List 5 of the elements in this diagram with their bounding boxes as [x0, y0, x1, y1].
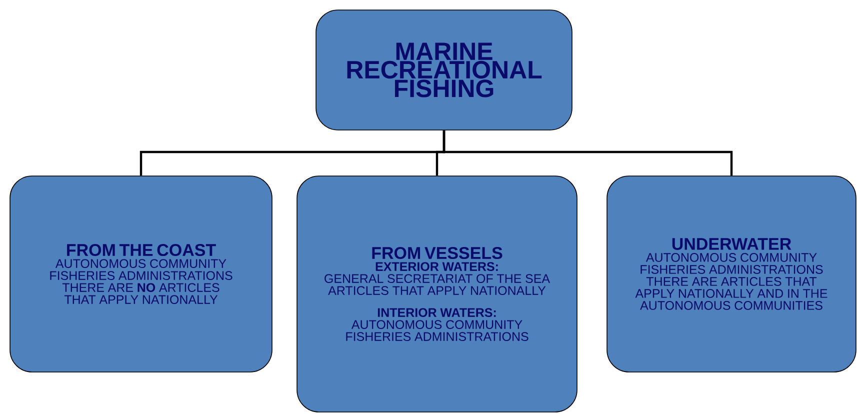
connector — [442, 130, 733, 176]
main-box: MARINE RECREATIONAL FISHING — [316, 10, 572, 130]
category-box: FROM THE COAST AUTONOMOUS COMMUNITY FISHERIES ADMINISTRATIONS THERE ARE NO ARTICLES THAT APPLY NATIONALLY — [10, 176, 272, 372]
category-box: FROM VESSELS EXTERIOR WATERS: GENERAL SECRETARIAT OF THE SEA ARTICLES THAT APPLY NATIONALLY INTERIOR WATERS: AUTONOMOUS COMMUNITY FISHERIES ADMINISTRATIONS — [296, 176, 578, 412]
category-box: UNDERWATER AUTONOMOUS COMMUNITY FISHERIES ADMINISTRATIONS THERE ARE ARTICLES THAT APPLY NATIONALLY AND IN THE AUTONOMOUS COMMUNITIES — [606, 176, 856, 372]
